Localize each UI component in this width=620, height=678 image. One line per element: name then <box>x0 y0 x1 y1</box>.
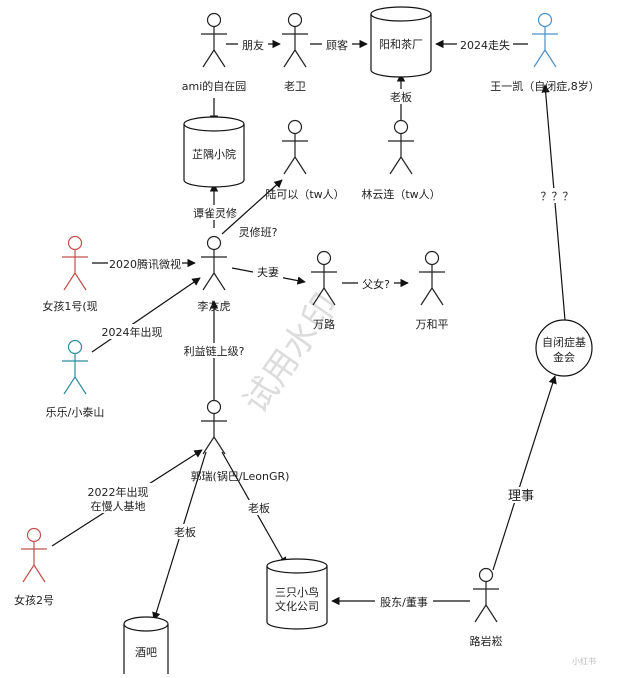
edge-label-boss-bar: 老板 <box>174 525 196 539</box>
node-label-wanlu: 万路 <box>313 318 335 331</box>
node-label-lele: 乐乐/小泰山 <box>46 405 105 419</box>
node-lukeyi: 陆可以（tw人） <box>265 119 345 201</box>
node-linyunlian: 林云连（tw人） <box>361 119 441 201</box>
node-laowei: 老卫 <box>282 12 308 93</box>
edge-label-lost: 2024走失 <box>460 39 510 52</box>
watermark-text: 试用水印 <box>236 287 347 421</box>
edge-lu-autism <box>492 375 557 571</box>
edge-label-boss-lin: 老板 <box>390 90 412 104</box>
node-guorui: 郭瑞(锅巴/LeonGR) <box>191 399 290 483</box>
edge-label-friend: 朋友 <box>242 38 264 52</box>
edge-label-father: 父女? <box>362 277 390 291</box>
node-lihuhu: 李友虎 <box>198 235 231 313</box>
node-label-laowei: 老卫 <box>284 80 306 93</box>
node-label-guorui: 郭瑞(锅巴/LeonGR) <box>191 469 290 483</box>
edge-label-customer: 顾客 <box>326 38 348 52</box>
node-label-girl1: 女孩1号(现 <box>42 299 97 313</box>
node-label-sanzhi-line2: 文化公司 <box>275 599 319 613</box>
corner-mark: 小红书 <box>572 656 596 666</box>
node-wangyikai: 王一凯（自闭症,8岁） <box>490 12 600 93</box>
node-label-teahouse: 阳和茶厂 <box>379 38 423 51</box>
node-label-lukeyi: 陆可以（tw人） <box>265 187 344 201</box>
node-label-bar: 酒吧 <box>135 646 157 659</box>
edge-label-tencent: 2020腾讯微视 <box>109 257 181 271</box>
node-label-luyansong: 路岩崧 <box>470 634 503 648</box>
node-girl2: 女孩2号 <box>14 527 54 607</box>
node-label-ami: ami的自在园 <box>182 79 247 93</box>
node-label-wanheping: 万和平 <box>416 318 449 331</box>
node-lele: 乐乐/小泰山 <box>46 339 105 419</box>
edge-label-couple: 夫妻 <box>257 266 279 279</box>
node-label-girl2: 女孩2号 <box>14 593 54 607</box>
node-label-autism-line2: 金会 <box>553 350 575 364</box>
node-luyansong: 路岩崧 <box>470 567 503 648</box>
edge-label-class: 灵修班? <box>239 225 278 239</box>
edge-li-lukeyi <box>221 179 283 235</box>
edges: 朋友 顾客 2024走失 老板 谭雀灵修 灵修班? 2020腾讯微视 夫妻 <box>51 37 581 621</box>
edge-label-chain: 利益链上级? <box>184 344 245 358</box>
edge-label-base: 2022年出现在慢人基地 <box>88 485 149 513</box>
edge-label-boss-co: 老板 <box>248 501 270 515</box>
node-ami: ami的自在园 <box>182 12 247 93</box>
node-bar: 酒吧 <box>123 616 169 678</box>
node-girl1: 女孩1号(现 <box>42 235 98 313</box>
edge-lele-li <box>91 277 201 353</box>
node-zhiyu: 芷隅小院 <box>183 116 245 188</box>
node-label-sanzhi: 三只小鸟 <box>275 585 319 599</box>
node-label-wangyikai: 王一凯（自闭症,8岁） <box>490 79 600 93</box>
node-wanheping: 万和平 <box>416 250 449 331</box>
edge-label-2024: 2024年出现 <box>102 325 163 339</box>
node-label-linyunlian: 林云连（tw人） <box>361 187 440 201</box>
edge-label-unknown: ？？？ <box>541 190 574 203</box>
edge-label-shareholder: 股东/董事 <box>380 596 428 609</box>
edge-label-lingxiu: 谭雀灵修 <box>193 206 237 220</box>
edge-label-director: 理事 <box>508 489 534 504</box>
node-label-autism: 自闭症基 <box>542 335 586 349</box>
node-label-lihuhu: 李友虎 <box>198 299 231 313</box>
node-label-zhiyu: 芷隅小院 <box>192 147 236 161</box>
node-wanlu: 万路 <box>311 250 337 331</box>
node-teahouse: 阳和茶厂 <box>370 6 432 78</box>
